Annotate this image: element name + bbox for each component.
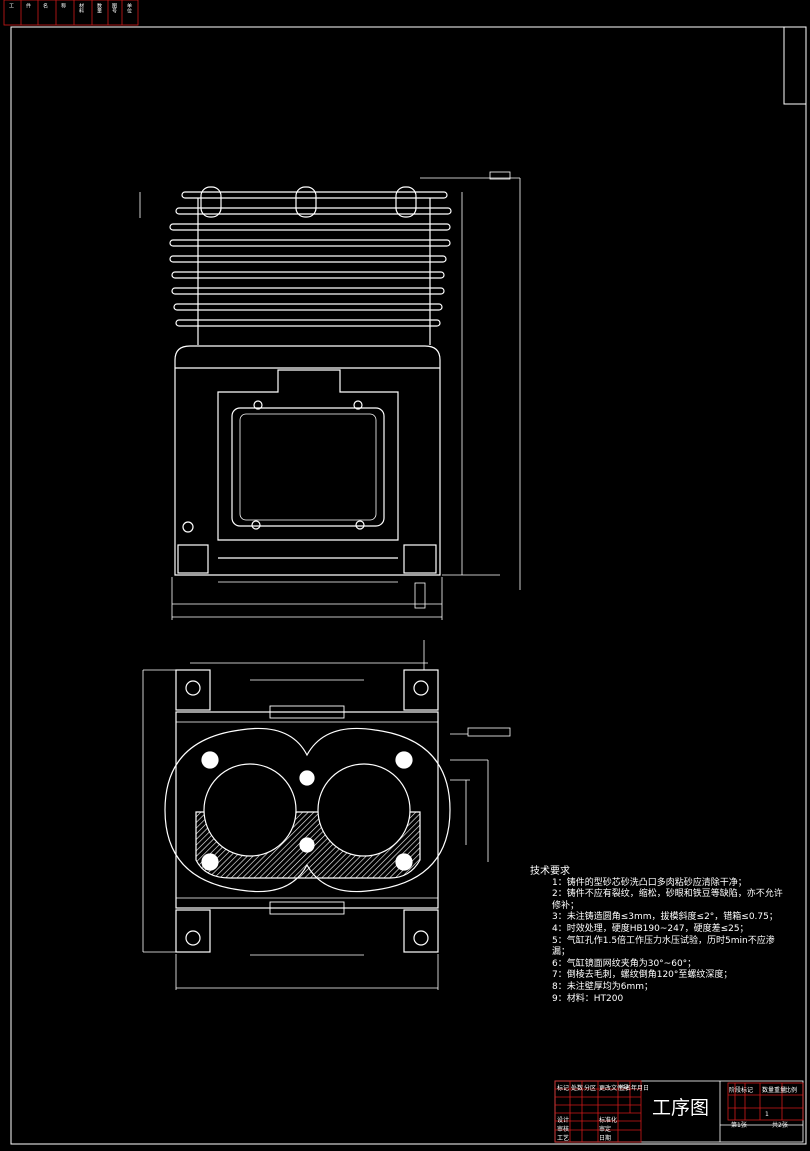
tb-sheet-total: 共2张	[772, 1122, 788, 1129]
tb-col-label: 年月日	[631, 1085, 650, 1092]
top-right-box	[783, 26, 807, 105]
tb-col-label: 处数	[571, 1085, 584, 1092]
tech-req-item: 8：未注壁厚均为6mm；	[552, 981, 653, 992]
tech-req-item: 3：未注铸造圆角≤3mm，拔模斜度≤2°，错箱≤0.75；	[552, 912, 778, 923]
tech-req-item: 2：铸件不应有裂纹，缩松，砂眼和铁豆等缺陷，亦不允许修补；	[552, 889, 783, 911]
tech-req-item: 6：气缸镜面网纹夹角为30°~60°；	[552, 958, 697, 969]
drawing-title: 工序图	[652, 1097, 710, 1119]
tb-row-label: 工艺	[557, 1135, 570, 1142]
title-block	[554, 1080, 804, 1143]
tb-scale-value: 1	[765, 1111, 769, 1118]
front-view	[139, 171, 521, 620]
tb-sheet-left: 第1张	[731, 1122, 747, 1129]
tb-mid-label: 标准化	[599, 1117, 618, 1124]
tb-col-label: 更改文件号	[599, 1085, 630, 1092]
strip-label-3: 名	[42, 3, 48, 8]
strip-label-1: 工	[8, 3, 14, 8]
tech-req-item: 5：气缸孔作1.5倍工作压力水压试验，历时5min不应渗漏；	[552, 935, 775, 958]
strip-label-7: 图号	[111, 3, 117, 13]
top-view	[142, 640, 511, 990]
strip-label-4: 称	[60, 3, 66, 8]
tb-right-label: 阶段标记	[729, 1087, 754, 1094]
strip-label-5: 材料	[78, 3, 84, 13]
tech-req-item: 9：材料：HT200	[552, 993, 624, 1004]
tb-mid-label: 日期	[599, 1135, 612, 1142]
tb-right-label: 比例	[785, 1087, 798, 1094]
strip-label-2: 件	[25, 3, 31, 8]
tech-req-item: 4：时效处理，硬度HB190~247，硬度差≤25；	[552, 923, 749, 934]
strip-label-8: 单位	[126, 3, 132, 13]
tech-req-title: 技术要求	[530, 866, 570, 877]
tb-col-label: 标记	[557, 1085, 570, 1092]
tb-col-label: 签名	[619, 1085, 632, 1092]
tb-mid-label: 审定	[599, 1126, 612, 1133]
drawing-frame	[10, 26, 807, 1145]
tb-right-label: 重量	[774, 1087, 787, 1094]
tb-right-label: 数量	[762, 1087, 775, 1094]
strip-label-6: 数量	[96, 3, 102, 13]
tech-req-item: 1：铸件的型砂芯砂洗凸口多肉粘砂应清除干净；	[552, 877, 747, 888]
top-left-red-strip	[3, 0, 139, 26]
tb-col-label: 分区	[584, 1085, 597, 1092]
technical-requirements: 技术要求 1：铸件的型砂芯砂洗凸口多肉粘砂应清除干净； 2：铸件不应有裂纹，缩松…	[525, 866, 785, 1005]
tech-req-item: 7：倒棱去毛刺，螺纹倒角120°至螺纹深度；	[552, 970, 733, 981]
tb-row-label: 设计	[557, 1117, 570, 1124]
tb-row-label: 审核	[557, 1126, 570, 1133]
